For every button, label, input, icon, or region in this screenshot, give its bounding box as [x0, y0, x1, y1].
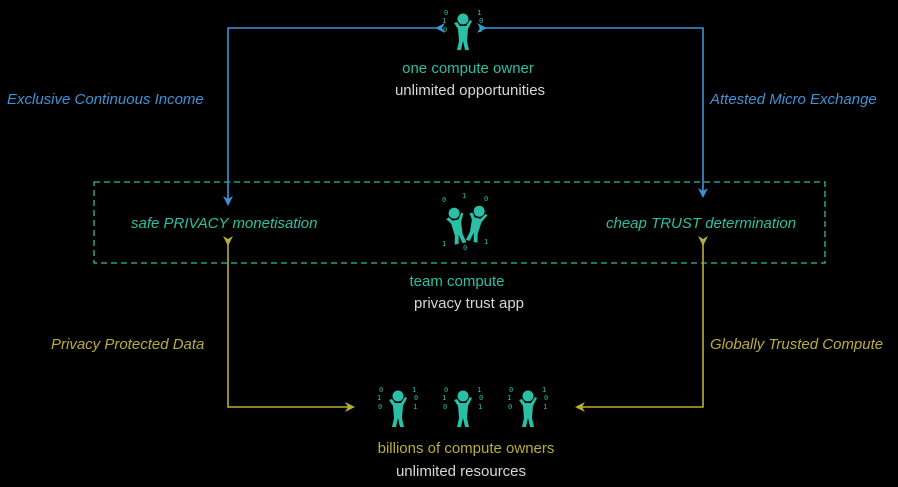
person-icon: 010 101 [377, 386, 418, 427]
svg-text:1: 1 [477, 386, 481, 394]
svg-text:1: 1 [478, 403, 482, 411]
svg-text:1: 1 [412, 386, 416, 394]
svg-text:0: 0 [463, 244, 467, 252]
svg-text:1: 1 [543, 403, 547, 411]
link-label-top-right: Attested Micro Exchange [710, 91, 877, 108]
binary-digits-icon: 010 101 [377, 386, 418, 411]
svg-text:1: 1 [377, 394, 381, 402]
svg-text:1: 1 [484, 238, 488, 246]
svg-text:0: 0 [442, 196, 446, 204]
bottom-node-title: billions of compute owners [377, 440, 555, 457]
binary-digits-icon: 010 101 [442, 386, 483, 411]
link-label-top-left: Exclusive Continuous Income [7, 91, 204, 108]
svg-text:0: 0 [378, 403, 382, 411]
svg-text:1: 1 [442, 240, 446, 248]
top-node-subtitle: unlimited opportunities [394, 82, 546, 99]
svg-text:0: 0 [414, 394, 418, 402]
person-icon: 010 101 [507, 386, 548, 427]
svg-text:0: 0 [443, 403, 447, 411]
svg-text:0: 0 [379, 386, 383, 394]
svg-text:0: 0 [479, 17, 483, 25]
svg-text:1: 1 [442, 394, 446, 402]
svg-text:1: 1 [478, 26, 482, 34]
svg-text:0: 0 [509, 386, 513, 394]
link-label-bottom-left: Privacy Protected Data [51, 336, 205, 353]
bottom-node-subtitle: unlimited resources [395, 463, 527, 480]
link-bottom-right [575, 236, 708, 412]
svg-text:1: 1 [442, 17, 446, 25]
svg-text:1: 1 [462, 192, 466, 200]
top-node-title: one compute owner [402, 60, 534, 77]
link-label-bottom-right: Globally Trusted Compute [710, 336, 884, 353]
svg-text:1: 1 [413, 403, 417, 411]
binary-digits-icon: 010 101 [442, 9, 483, 34]
middle-node-title: team compute [409, 273, 505, 290]
svg-text:0: 0 [443, 26, 447, 34]
privacy-monetisation-label: safe PRIVACY monetisation [131, 215, 318, 232]
svg-text:1: 1 [507, 394, 511, 402]
team-compute-boundary [93, 181, 826, 264]
svg-text:0: 0 [544, 394, 548, 402]
person-icon: 010 101 [442, 9, 483, 50]
svg-text:1: 1 [542, 386, 546, 394]
middle-node-subtitle: privacy trust app [413, 295, 525, 312]
svg-text:0: 0 [479, 394, 483, 402]
link-top-left [223, 23, 445, 206]
binary-digits-icon: 010 101 [507, 386, 548, 411]
svg-text:0: 0 [444, 386, 448, 394]
team-person-icon: 0 1 0 1 0 1 [442, 192, 490, 252]
person-icon: 010 101 [442, 386, 483, 427]
svg-text:0: 0 [444, 9, 448, 17]
trust-determination-label: cheap TRUST determination [606, 215, 797, 232]
link-bottom-left [223, 236, 355, 412]
link-top-right [477, 23, 708, 198]
svg-text:0: 0 [484, 195, 488, 203]
binary-digits-icon: 0 1 0 1 0 1 [442, 192, 488, 252]
svg-text:1: 1 [477, 9, 481, 17]
svg-text:0: 0 [508, 403, 512, 411]
